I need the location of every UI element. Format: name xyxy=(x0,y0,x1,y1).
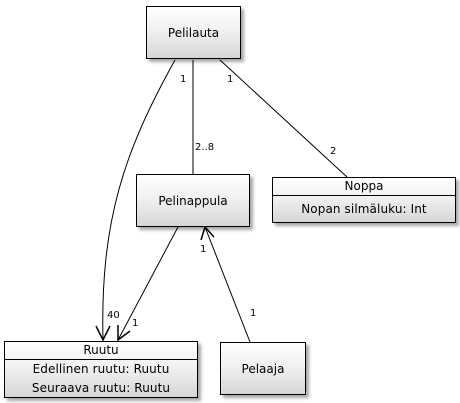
multiplicity-pelaaja-pelinappula-target: 1 xyxy=(200,244,207,255)
class-noppa-attribute: Nopan silmäluku: Int xyxy=(301,201,427,216)
arrowhead-pelaaja-pelinappula xyxy=(200,225,215,241)
class-noppa-attributes: Nopan silmäluku: Int xyxy=(273,196,455,222)
edge-pelaaja-pelinappula xyxy=(204,226,251,343)
multiplicity-pelilauta-noppa-source: 1 xyxy=(227,74,234,85)
class-pelinappula[interactable]: Pelinappula xyxy=(136,174,250,227)
multiplicity-pelilauta-pelinappula-target: 2..8 xyxy=(195,142,215,153)
class-ruutu-attribute: Seuraava ruutu: Ruutu xyxy=(31,381,171,395)
class-ruutu-name: Ruutu xyxy=(5,342,197,360)
class-noppa[interactable]: Noppa Nopan silmäluku: Int xyxy=(272,177,456,223)
class-pelilauta[interactable]: Pelilauta xyxy=(146,6,241,59)
class-ruutu[interactable]: Ruutu Edellinen ruutu: Ruutu Seuraava ru… xyxy=(4,341,198,398)
class-pelilauta-name: Pelilauta xyxy=(167,25,220,40)
class-noppa-name: Noppa xyxy=(273,178,455,196)
edge-pelilauta-noppa xyxy=(219,59,348,178)
multiplicity-pelaaja-pelinappula-source: 1 xyxy=(250,308,257,319)
edge-pelinappula-ruutu xyxy=(117,226,179,341)
multiplicity-pelilauta-noppa-target: 2 xyxy=(330,146,337,157)
arrowhead-pelinappula-ruutu xyxy=(117,325,131,342)
multiplicity-pelilauta-ruutu-source: 1 xyxy=(180,74,187,85)
arrowhead-pelilauta-ruutu xyxy=(95,325,111,342)
multiplicity-pelilauta-ruutu-target: 40 xyxy=(107,310,120,321)
class-pelinappula-name: Pelinappula xyxy=(158,193,228,208)
multiplicity-pelinappula-ruutu-target: 1 xyxy=(132,318,139,329)
class-ruutu-attribute: Edellinen ruutu: Ruutu xyxy=(32,362,170,376)
class-pelaaja-name: Pelaaja xyxy=(241,361,285,376)
edge-pelilauta-ruutu xyxy=(102,59,176,341)
class-ruutu-attributes: Edellinen ruutu: Ruutu Seuraava ruutu: R… xyxy=(5,360,197,398)
class-pelaaja[interactable]: Pelaaja xyxy=(220,342,306,395)
